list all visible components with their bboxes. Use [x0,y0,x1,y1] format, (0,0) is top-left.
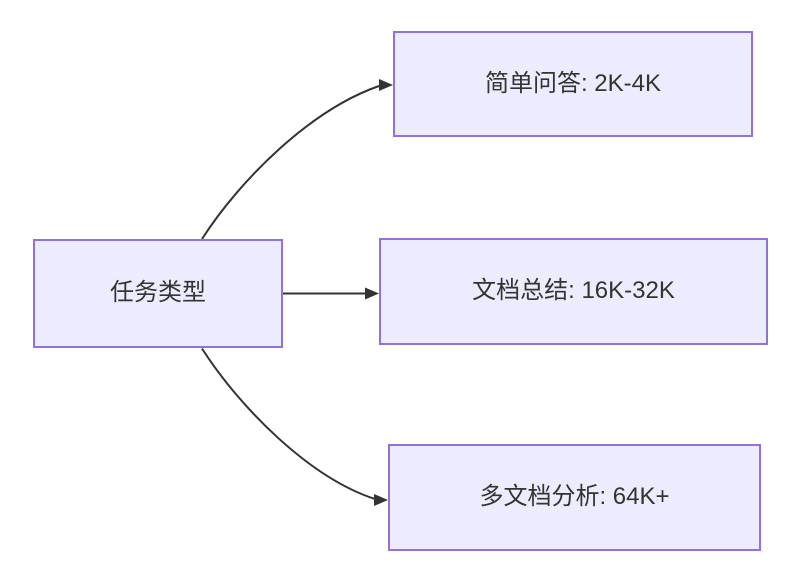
node-doc-summary: 文档总结: 16K-32K [379,238,768,345]
node-task-type-label: 任务类型 [110,279,206,307]
node-doc-summary-label: 文档总结: 16K-32K [472,277,675,305]
node-multidoc-analysis: 多文档分析: 64K+ [388,444,761,551]
node-simple-qa-label: 简单问答: 2K-4K [484,69,662,97]
node-simple-qa: 简单问答: 2K-4K [393,31,753,137]
arrowhead-bottom-icon [374,494,388,506]
edge-root-to-simple-qa [201,79,393,240]
node-task-type: 任务类型 [33,239,283,348]
edge-curve-top [201,85,380,240]
arrowhead-middle-icon [365,287,379,300]
node-multidoc-analysis-label: 多文档分析: 64K+ [479,483,670,511]
arrowhead-top-icon [379,79,393,91]
edge-root-to-doc-summary [283,287,379,300]
edge-root-to-multidoc-analysis [201,347,388,506]
edge-curve-bottom [201,347,376,500]
